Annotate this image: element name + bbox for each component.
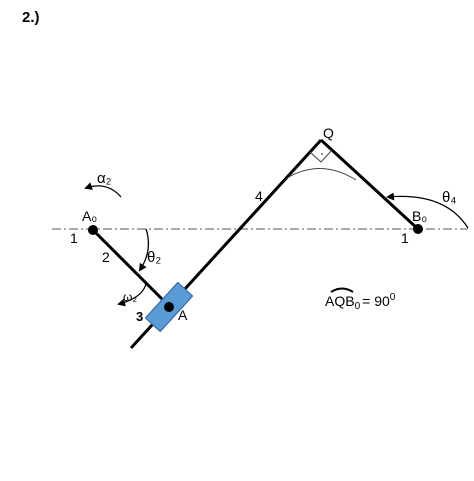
label-theta2: θ₂	[147, 249, 161, 266]
problem-number: 2.)	[22, 9, 40, 26]
label-a: A	[178, 307, 188, 323]
condition-relation: = 90	[362, 293, 390, 309]
theta4-arrow	[386, 192, 469, 229]
label-ground-right: 1	[401, 230, 409, 246]
link-2-crank	[91, 228, 172, 309]
condition-equation: AQB0= 900	[325, 292, 396, 312]
omega2-arrow	[117, 283, 147, 307]
pin-a	[164, 302, 174, 312]
label-omega2: ω₂	[123, 290, 137, 304]
label-theta4: θ₄	[442, 189, 456, 206]
angle-arc-q	[286, 168, 357, 181]
pin-b0	[413, 224, 423, 234]
label-link-2: 2	[102, 249, 110, 265]
label-slider-3: 3	[136, 309, 143, 324]
condition-superscript: 0	[390, 292, 396, 303]
right-angle-marker	[309, 149, 333, 163]
label-ground-left: 1	[70, 230, 78, 246]
condition-arc-text: AQB	[325, 293, 355, 309]
pin-a0	[88, 225, 98, 235]
alpha2-arrow	[84, 182, 122, 198]
link-q-b0	[319, 138, 420, 231]
condition-subscript: 0	[355, 301, 361, 312]
label-alpha2: α₂	[97, 170, 112, 187]
theta2-arrow	[138, 228, 150, 272]
label-a0: A₀	[82, 208, 97, 224]
condition-arc-mark	[330, 287, 354, 293]
label-q: Q	[323, 125, 334, 141]
label-b0: B₀	[412, 208, 427, 224]
right-angle-dot	[321, 153, 323, 155]
label-link-4: 4	[255, 188, 263, 204]
